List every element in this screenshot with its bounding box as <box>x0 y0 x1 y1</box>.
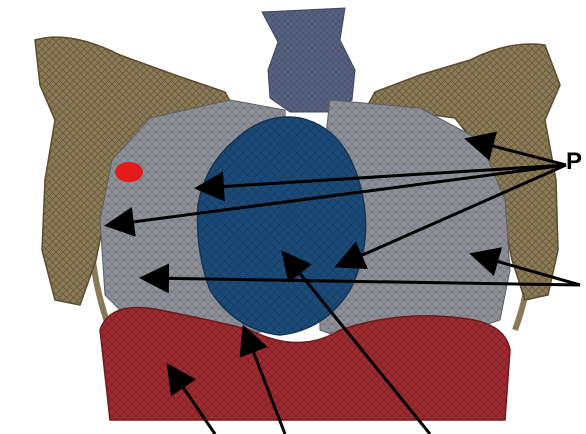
trachea <box>262 8 355 112</box>
callout-label-p: P <box>566 150 582 174</box>
red-marker <box>115 162 143 182</box>
